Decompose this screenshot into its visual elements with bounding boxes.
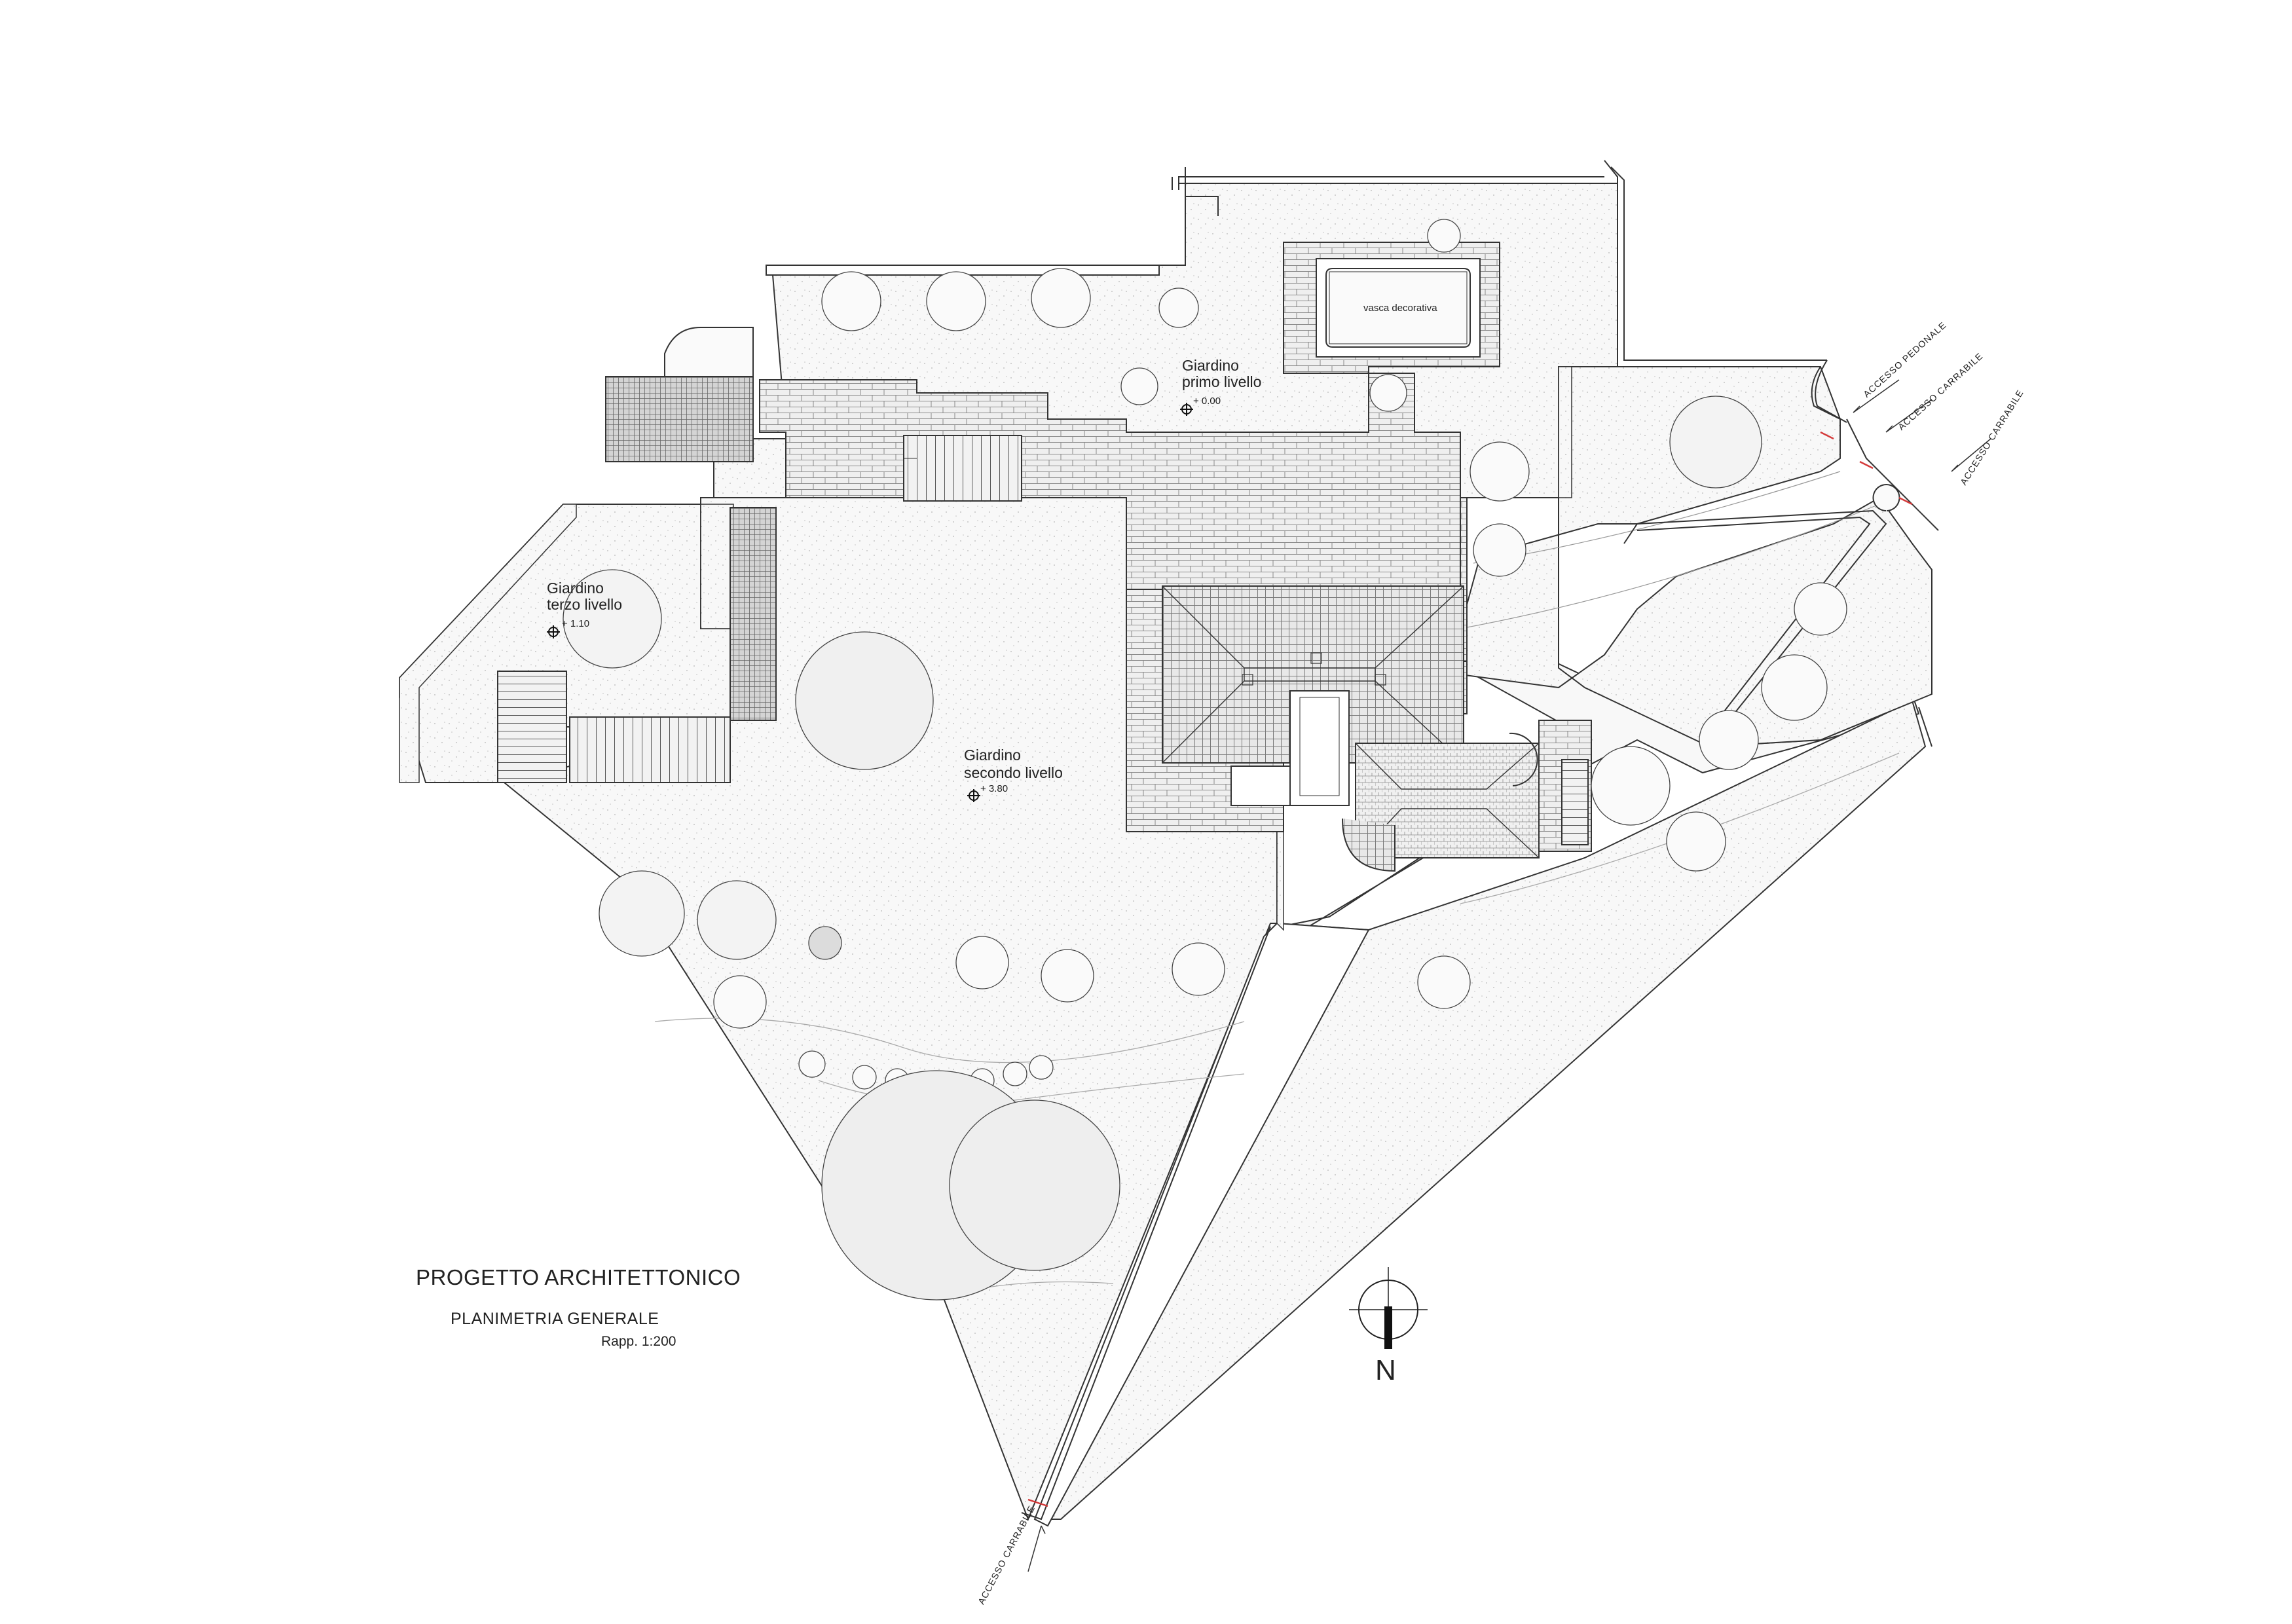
pool-label: vasca decorativa <box>1363 303 1437 314</box>
garden-primo-name-1: Giardino <box>1182 357 1239 374</box>
driveway-area <box>1021 699 1927 1527</box>
garden-primo-name-2: primo livello <box>1182 373 1262 390</box>
decorative-pool <box>1316 258 1481 358</box>
garden-secondo-elevation: + 3.80 <box>980 783 1008 794</box>
drawing-title: PLANIMETRIA GENERALE <box>451 1310 659 1328</box>
house-roof <box>1162 585 1540 872</box>
garden-terzo-name-2: terzo livello <box>547 596 623 613</box>
access-arrows <box>1027 379 1991 1572</box>
access-markers <box>1027 431 1913 1507</box>
wall-planters <box>399 366 1572 931</box>
garden-primo-elevation: + 0.00 <box>1193 396 1221 407</box>
garden-terzo-elevation: + 1.10 <box>562 618 590 629</box>
garden-terzo-name-1: Giardino <box>547 580 604 597</box>
west-steps <box>497 507 777 783</box>
north-letter: N <box>1375 1354 1396 1386</box>
pergola-west <box>605 376 754 462</box>
drawing-scale: Rapp. 1:200 <box>601 1334 676 1349</box>
north-arrow <box>1349 1267 1428 1349</box>
north-stair <box>903 435 1022 502</box>
trees <box>563 219 1847 1301</box>
garden-secondo-name-1: Giardino <box>964 747 1021 764</box>
garden-secondo-name-2: secondo livello <box>964 764 1063 781</box>
retaining-walls <box>1172 160 1939 747</box>
semicircle-terrace <box>664 327 1900 511</box>
east-stair <box>1509 720 1592 852</box>
project-title: PROGETTO ARCHITETTONICO <box>416 1265 741 1289</box>
elevation-markers <box>547 403 1193 802</box>
